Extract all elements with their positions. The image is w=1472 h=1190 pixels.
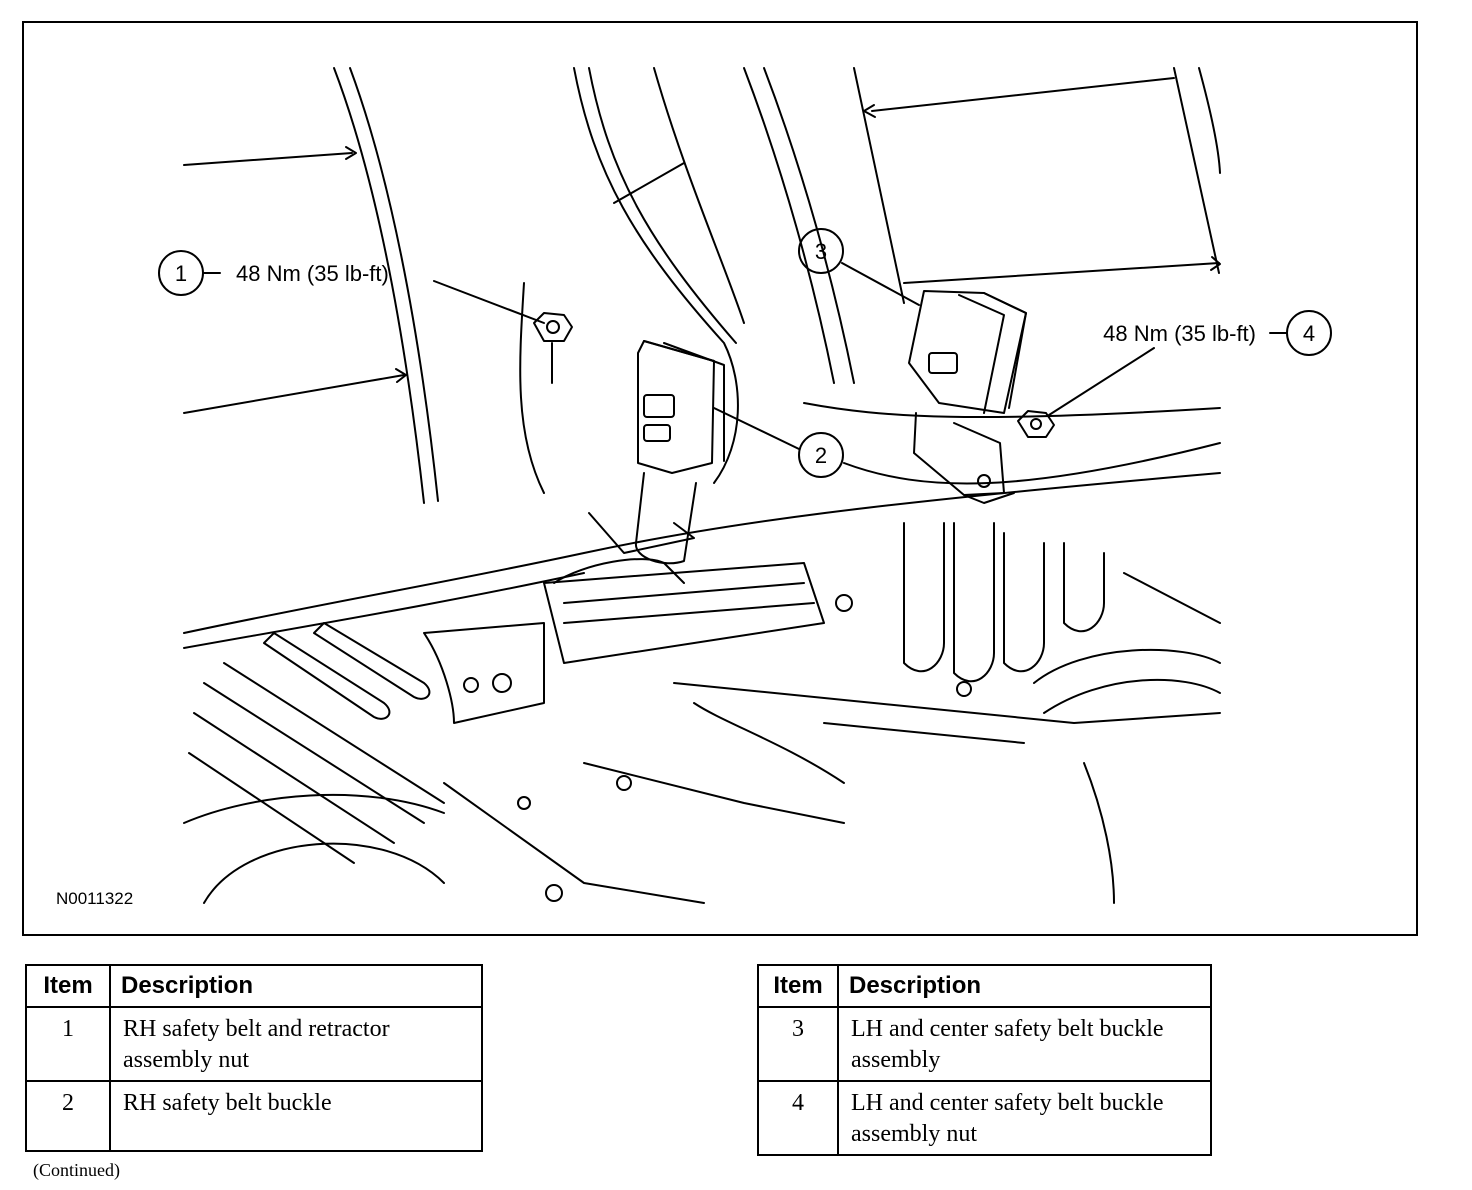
description-column-header: Description — [837, 964, 1212, 1008]
legend-header-row: Item Description — [25, 964, 483, 1008]
rear-seat-back-right-outline — [743, 67, 1221, 485]
callout-2 — [713, 407, 844, 478]
continued-note: (Continued) — [33, 1160, 120, 1180]
table-row: 4 LH and center safety belt buckle assem… — [757, 1080, 1212, 1156]
rear-seat-back-outline — [183, 67, 745, 504]
callout-1 — [158, 250, 545, 324]
table-row: 3 LH and center safety belt buckle assem… — [757, 1006, 1212, 1082]
item-description: RH safety belt and retractor assembly nu… — [109, 1006, 483, 1082]
legend-header-row: Item Description — [757, 964, 1212, 1008]
description-column-header: Description — [109, 964, 483, 1008]
callout-1-torque-label: 48 Nm (35 lb-ft) — [236, 261, 389, 286]
item-number: 1 — [25, 1006, 111, 1082]
item-number: 4 — [757, 1080, 839, 1156]
seat-belt-illustration: 1 48 Nm (35 lb-ft) 2 3 4 48 Nm (35 lb-ft… — [158, 67, 1332, 904]
item-number: 3 — [757, 1006, 839, 1082]
item-column-header: Item — [757, 964, 839, 1008]
callout-3-number: 3 — [815, 239, 827, 264]
item-description: LH and center safety belt buckle assembl… — [837, 1006, 1212, 1082]
table-row: 1 RH safety belt and retractor assembly … — [25, 1006, 483, 1082]
lh-center-nut-drawing — [1017, 410, 1055, 438]
item-column-header: Item — [25, 964, 111, 1008]
illustration-frame: 1 48 Nm (35 lb-ft) 2 3 4 48 Nm (35 lb-ft… — [22, 21, 1418, 936]
lh-center-buckle-drawing — [908, 290, 1027, 504]
legend-table-left: Item Description 1 RH safety belt and re… — [25, 964, 483, 1152]
floor-pan — [183, 472, 1221, 904]
callout-4-torque-label: 48 Nm (35 lb-ft) — [1103, 321, 1256, 346]
callout-2-number: 2 — [815, 443, 827, 468]
legend-table-right: Item Description 3 LH and center safety … — [757, 964, 1212, 1156]
figure-id: N0011322 — [56, 889, 134, 908]
table-row: 2 RH safety belt buckle — [25, 1080, 483, 1152]
item-description: RH safety belt buckle — [109, 1080, 483, 1152]
rh-retractor-nut-drawing — [533, 312, 573, 384]
item-description: LH and center safety belt buckle assembl… — [837, 1080, 1212, 1156]
callout-1-number: 1 — [175, 261, 187, 286]
rh-safety-belt-buckle-drawing — [553, 340, 725, 584]
item-number: 2 — [25, 1080, 111, 1152]
callout-4-number: 4 — [1303, 321, 1315, 346]
callout-4 — [1048, 310, 1332, 416]
callout-3 — [798, 228, 920, 306]
